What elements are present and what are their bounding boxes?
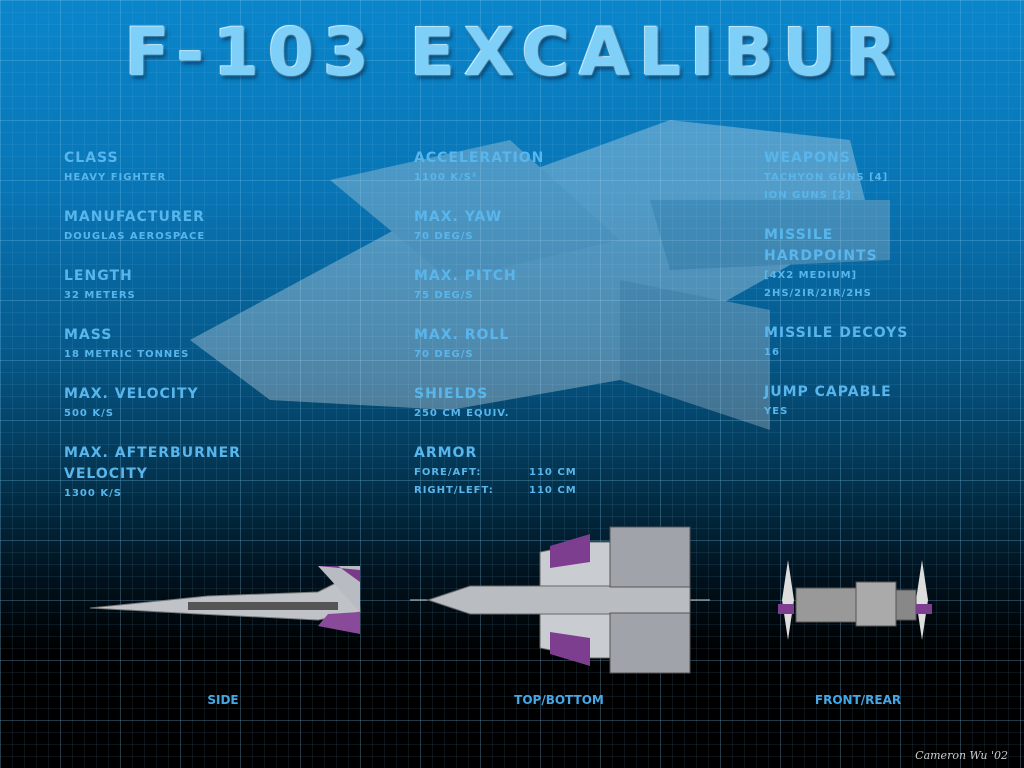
spec-heading: Mass: [64, 327, 113, 343]
page-title: F-103 EXCALIBUR: [124, 14, 906, 91]
front-view-label: FRONT/REAR: [814, 693, 902, 707]
spec-heading: Jump Capable: [764, 384, 892, 400]
spec-heading: Shields: [414, 386, 489, 402]
ship-perspective-image: [190, 120, 890, 430]
spec-heading: Length: [64, 268, 133, 284]
spec-heading: Max. Afterburner Velocity: [64, 445, 241, 482]
spec-value: 70 deg/s: [414, 349, 474, 360]
spec-block: Missile Hardpoints [4x2 Medium] 2HS/2IR/2I…: [764, 225, 964, 303]
spec-value: 16: [764, 347, 780, 358]
spec-block: Length 32 meters: [64, 266, 284, 305]
spec-block: Max. Afterburner Velocity 1300 k/s: [64, 443, 284, 503]
spec-value: Ion Guns [2]: [764, 190, 852, 201]
specs-column-2: Acceleration1100 k/s²Max. Yaw70 deg/sMax…: [414, 148, 577, 520]
spec-block: ManufacturerDouglas Aerospace: [64, 207, 284, 246]
armor-label: Right/Left:: [414, 485, 494, 496]
spec-block: Max. Pitch 75 deg/s: [414, 266, 577, 305]
spec-heading: Class: [64, 150, 119, 166]
spec-block: Missile Decoys 16: [764, 323, 964, 362]
spec-heading: Manufacturer: [64, 209, 205, 225]
spec-value: 32 meters: [64, 290, 136, 301]
spec-heading: Max. Yaw: [414, 209, 503, 225]
spec-heading: Max. Velocity: [64, 386, 199, 402]
spec-heading: Acceleration: [414, 150, 545, 166]
spec-heading: Armor: [414, 445, 478, 461]
spec-block: ClassHeavy Fighter: [64, 148, 284, 187]
spec-block: Shields 250 cm equiv.: [414, 384, 577, 423]
front-view-image: [778, 560, 932, 640]
spec-value: [4x2 Medium]: [764, 270, 858, 281]
spec-value: 500 k/s: [64, 408, 114, 419]
spec-block: WeaponsTachyon Guns [4] Ion Guns [2]: [764, 148, 964, 205]
artist-signature: Cameron Wu '02: [915, 749, 1008, 762]
spec-value: 75 deg/s: [414, 290, 474, 301]
side-view-label: SIDE: [207, 693, 239, 707]
spec-value: Tachyon Guns [4]: [764, 172, 889, 183]
spec-heading: Missile Hardpoints: [764, 227, 878, 264]
armor-label: Fore/Aft:: [414, 467, 482, 478]
armor-row: Fore/Aft: 110 cm: [414, 464, 577, 482]
spec-block: Max. Velocity 500 k/s: [64, 384, 284, 423]
side-view-image: [89, 566, 361, 634]
armor-block: ArmorFore/Aft: 110 cm Right/Left: 110 cm: [414, 443, 577, 500]
top-view-label: TOP/BOTTOM: [514, 693, 604, 707]
spec-heading: Max. Roll: [414, 327, 510, 343]
specs-column-1: ClassHeavy FighterManufacturerDouglas Ae…: [64, 148, 284, 523]
spec-block: Acceleration 1100 k/s²: [414, 148, 577, 187]
armor-value: 110 cm: [529, 467, 577, 478]
spec-block: Max. Yaw 70 deg/s: [414, 207, 577, 246]
spec-value: Heavy Fighter: [64, 172, 167, 183]
spec-value: Yes: [764, 406, 789, 417]
spec-heading: Max. Pitch: [414, 268, 517, 284]
spec-value: Douglas Aerospace: [64, 231, 206, 242]
spec-heading: Missile Decoys: [764, 325, 909, 341]
spec-heading: Weapons: [764, 150, 851, 166]
top-view-image: [410, 526, 710, 674]
spec-value: 70 deg/s: [414, 231, 474, 242]
spec-block: Mass 18 metric tonnes: [64, 325, 284, 364]
spec-block: Jump CapableYes: [764, 382, 964, 421]
specs-column-3: WeaponsTachyon Guns [4] Ion Guns [2] Missi…: [764, 148, 964, 441]
spec-value: 1300 k/s: [64, 488, 122, 499]
spec-value: 1100 k/s²: [414, 172, 478, 183]
spec-value: 250 cm equiv.: [414, 408, 510, 419]
spec-value: 18 metric tonnes: [64, 349, 190, 360]
armor-row: Right/Left: 110 cm: [414, 482, 577, 500]
spec-block: Max. Roll 70 deg/s: [414, 325, 577, 364]
spec-value: 2HS/2IR/2IR/2HS: [764, 288, 872, 299]
armor-value: 110 cm: [529, 485, 577, 496]
